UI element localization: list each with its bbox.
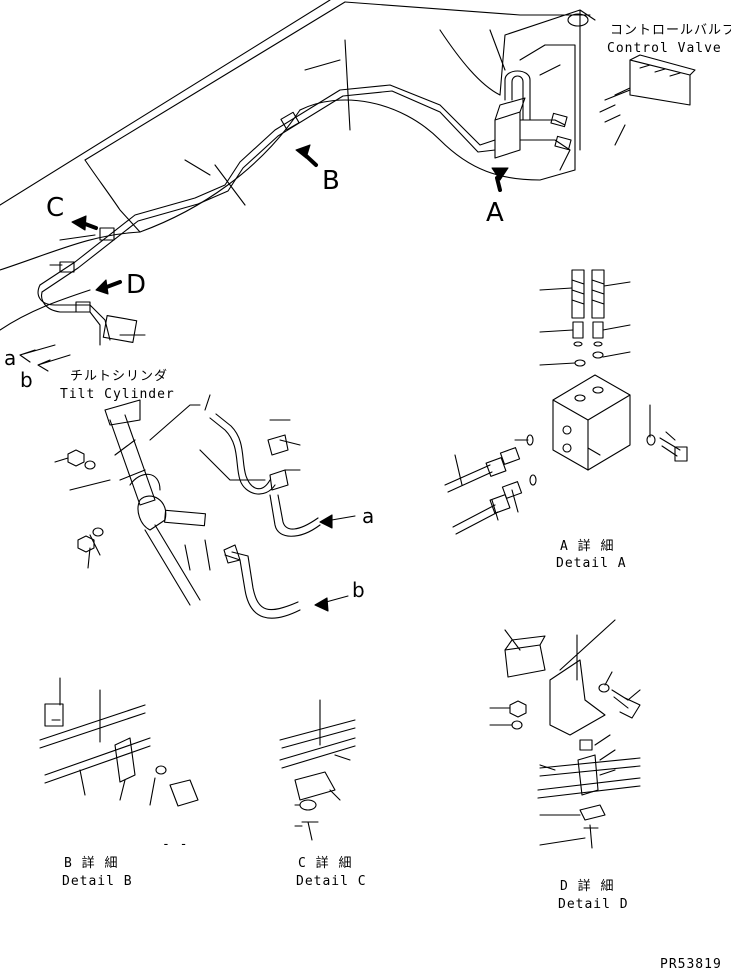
tilt-cylinder-piping-view [54, 394, 356, 619]
tilt-arrow-a-label: a [362, 504, 375, 528]
detail-c-view [279, 699, 356, 841]
drawing-code: PR53819 [660, 957, 722, 972]
end-b-label: b [20, 368, 33, 392]
callout-a-label: A [486, 198, 504, 228]
detail-a-view [444, 269, 688, 535]
detail-b-mark: - - [162, 837, 189, 852]
detail-c-en-title: Detail C [296, 874, 367, 889]
detail-a-jp-title: A 詳 細 [560, 539, 615, 554]
control-valve-jp-label: コントロールバルブ [610, 23, 731, 38]
detail-b-jp-title: B 詳 細 [64, 856, 119, 871]
callout-b-label: B [322, 166, 340, 196]
detail-d-jp-title: D 詳 細 [560, 879, 615, 894]
control-valve-en-label: Control Valve [607, 41, 722, 56]
detail-b-view [39, 677, 199, 807]
detail-d-en-title: Detail D [558, 897, 629, 912]
detail-b-en-title: Detail B [62, 874, 133, 889]
tilt-cylinder-jp-label: チルトシリンダ [70, 369, 169, 384]
detail-c-jp-title: C 詳 細 [298, 856, 353, 871]
main-view [0, 0, 696, 372]
detail-a-en-title: Detail A [556, 556, 627, 571]
tilt-arrow-b-label: b [352, 578, 365, 602]
detail-d-view [489, 619, 641, 849]
callout-c-label: C [46, 193, 65, 223]
callout-d-label: D [126, 270, 147, 300]
end-a-label: a [4, 346, 17, 370]
tilt-cylinder-en-label: Tilt Cylinder [60, 387, 175, 402]
